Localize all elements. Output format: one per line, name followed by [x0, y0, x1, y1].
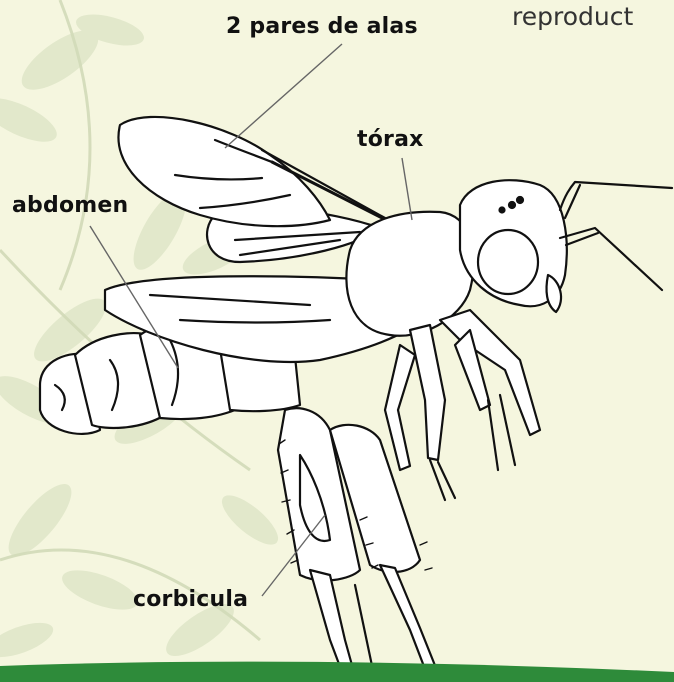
top-right-text: reproduct	[512, 2, 633, 31]
wings-leader	[225, 44, 342, 148]
compound-eye	[478, 230, 538, 294]
thorax-label: tórax	[357, 127, 424, 152]
fore-wing	[118, 117, 330, 226]
abdomen-label: abdomen	[12, 193, 128, 218]
corbicula-label: corbicula	[133, 587, 248, 612]
bottom-green-bar	[0, 662, 674, 682]
thorax-leader	[402, 158, 412, 220]
front-legs	[385, 310, 540, 500]
antennae	[560, 182, 672, 290]
wings-label: 2 pares de alas	[226, 14, 418, 39]
